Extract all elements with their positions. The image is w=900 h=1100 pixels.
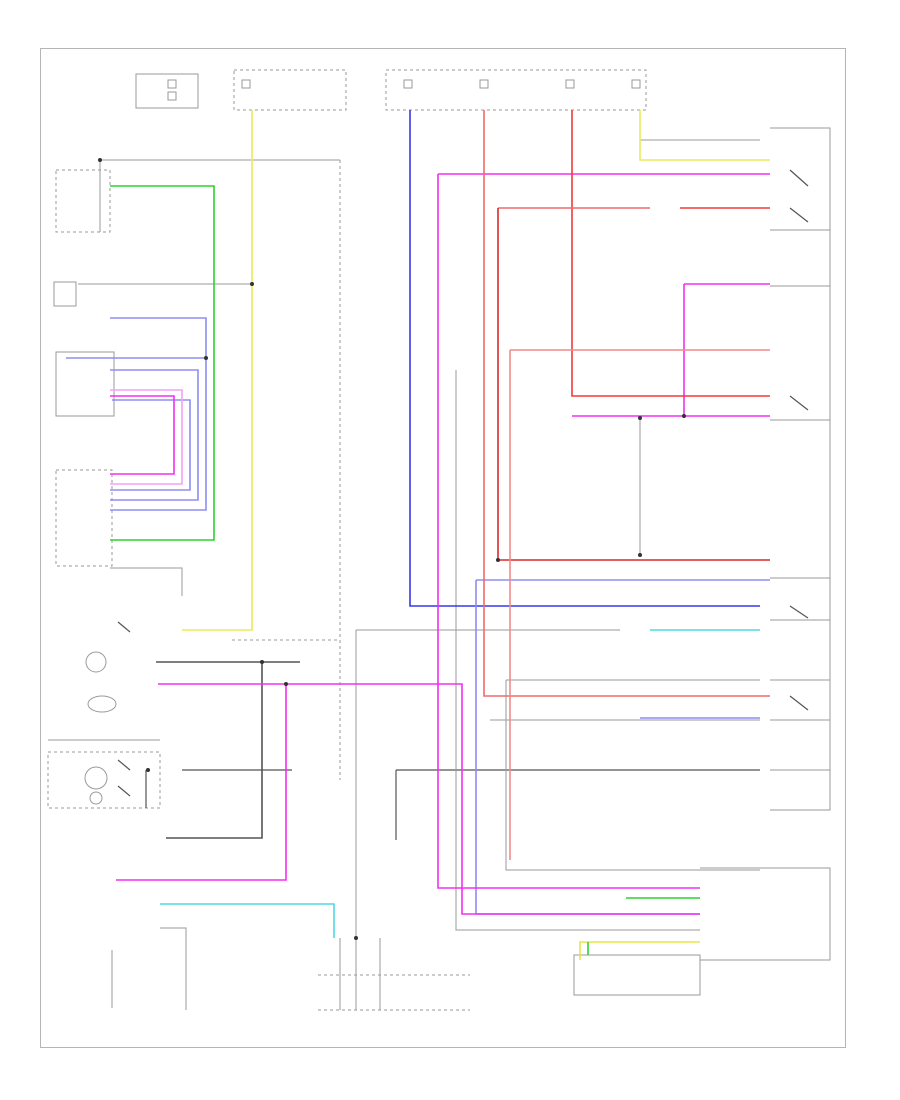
cyan-wires [160,629,760,938]
hot-at-all-times-box [233,69,347,111]
connector-box-right [700,867,831,961]
sensor-box [573,954,701,996]
resistor-icon [85,651,107,673]
dark-wires [145,629,760,1010]
right-components [573,127,831,996]
dashed-lines [232,160,470,1011]
fuse-box-1 [135,73,199,109]
hot-in-run-box [385,69,647,111]
diagram-frame [40,48,846,1048]
relay-box-5 [770,769,831,811]
green-wires [110,185,700,960]
splices [98,158,686,940]
blower-switch [55,469,113,567]
switch-contacts [117,169,809,797]
relay-box-2 [770,285,831,421]
pink-wires [110,173,770,915]
relay-box-1 [770,127,831,231]
yellow-wires [182,110,770,631]
blower-resistor [53,281,77,307]
capacitor-icon [87,695,117,713]
relay-box-3 [770,577,831,621]
blower-resistor-box [55,351,115,417]
blue-wires [66,110,770,915]
ignition-box [47,751,161,809]
relay-box-4 [770,679,831,721]
red-wires [483,110,770,860]
left-components [47,169,161,809]
blower-switch-box [55,169,111,233]
fuse-block-top [135,69,647,111]
